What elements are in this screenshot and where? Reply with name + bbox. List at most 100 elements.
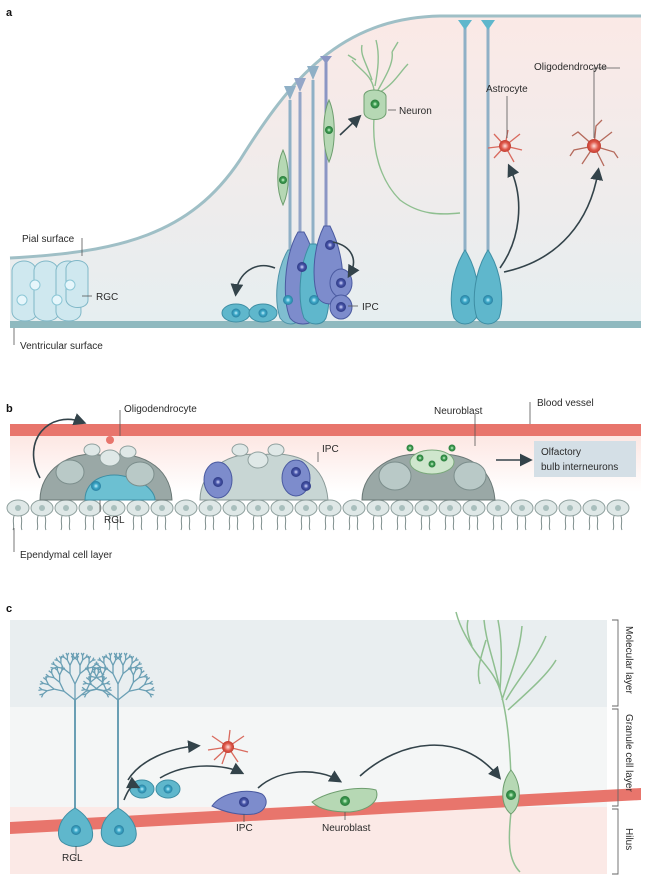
ependymal-nucleus bbox=[399, 505, 405, 511]
rgl-branch bbox=[88, 655, 92, 660]
ependymal-nucleus bbox=[591, 505, 597, 511]
rgl-branch bbox=[150, 688, 155, 692]
ependymal-nucleus bbox=[15, 505, 21, 511]
rgl-branch bbox=[66, 659, 71, 666]
ependymal-cilia bbox=[516, 515, 527, 531]
rgl-branch bbox=[132, 677, 140, 683]
ependymal-cilia bbox=[132, 515, 143, 531]
ependymal-nucleus bbox=[447, 505, 453, 511]
rgl-branch bbox=[106, 693, 110, 698]
rgl-branch bbox=[128, 662, 133, 669]
rgl-branch bbox=[106, 667, 114, 675]
rgl-branch bbox=[149, 682, 154, 685]
ependymal-nucleus bbox=[159, 505, 165, 511]
rgl-branch bbox=[122, 667, 130, 675]
rgl-branch bbox=[119, 659, 124, 666]
rgl-branch bbox=[89, 677, 97, 683]
rgc-cluster bbox=[11, 260, 89, 322]
ependymal-nucleus bbox=[615, 505, 621, 511]
panel-a: a bbox=[6, 7, 641, 352]
ependymal-nucleus bbox=[279, 505, 285, 511]
daughter-cells-c bbox=[129, 779, 181, 799]
rgl-branch bbox=[86, 682, 92, 686]
label-olfactory-line2: bulb interneurons bbox=[541, 462, 618, 473]
rgl-branch bbox=[145, 688, 152, 692]
label-neuroblast-b: Neuroblast bbox=[434, 406, 483, 417]
rgl-branch bbox=[74, 690, 87, 701]
rgl-branch bbox=[88, 673, 93, 678]
rgl-branch bbox=[39, 693, 44, 696]
niche-cluster-2 bbox=[199, 443, 329, 501]
ependymal-nucleus bbox=[303, 505, 309, 511]
olfactory-box bbox=[534, 441, 636, 477]
ependymal-nucleus bbox=[423, 505, 429, 511]
rgl-branch bbox=[66, 652, 70, 656]
blood-vessel-c bbox=[10, 788, 641, 834]
rgl-branch bbox=[42, 690, 48, 695]
ependymal-nucleus bbox=[567, 505, 573, 511]
rgl-branch bbox=[145, 690, 151, 695]
rgl-branch bbox=[82, 693, 87, 696]
ependymal-cilia bbox=[252, 515, 263, 531]
rgl-branch bbox=[72, 654, 75, 658]
rgl-branch bbox=[122, 659, 127, 666]
rgl-branch bbox=[135, 667, 140, 671]
rgl-branch bbox=[109, 652, 113, 656]
rgl-branch bbox=[125, 652, 128, 656]
ependymal-nucleus bbox=[255, 505, 261, 511]
label-blood-vessel: Blood vessel bbox=[537, 398, 594, 409]
label-ipc-b: IPC bbox=[322, 444, 339, 455]
ependymal-cell-layer bbox=[6, 499, 630, 531]
ependymal-nucleus bbox=[351, 505, 357, 511]
ependymal-nucleus bbox=[135, 505, 141, 511]
ependymal-nucleus bbox=[231, 505, 237, 511]
rgl-branch bbox=[85, 690, 91, 695]
rgl-branch bbox=[55, 657, 59, 661]
rgl-branch bbox=[76, 659, 81, 666]
label-ipc-a: IPC bbox=[362, 302, 379, 313]
arrow-to-ipc-c bbox=[159, 762, 245, 779]
ependymal-nucleus bbox=[207, 505, 213, 511]
label-ependymal: Ependymal cell layer bbox=[20, 550, 113, 561]
rgl-branch bbox=[41, 688, 48, 692]
rgl-branch bbox=[105, 654, 108, 658]
rgl-branch bbox=[112, 673, 119, 685]
rgl-branch bbox=[119, 652, 123, 656]
rgl-branch bbox=[138, 675, 145, 679]
rgl-branch bbox=[106, 682, 111, 685]
rgl-branch bbox=[56, 670, 61, 676]
panel-c-letter: c bbox=[6, 603, 12, 615]
ependymal-cilia bbox=[324, 515, 335, 531]
arrow-to-neuron bbox=[339, 114, 362, 136]
ependymal-cilia bbox=[156, 515, 167, 531]
label-astrocyte: Astrocyte bbox=[486, 84, 528, 95]
arrow-niche-1-loop bbox=[32, 413, 87, 479]
rgl-branch bbox=[98, 657, 102, 661]
ependymal-cilia bbox=[564, 515, 575, 531]
label-rgl-c: RGL bbox=[62, 853, 83, 864]
rgl-branch bbox=[104, 667, 109, 671]
rgl-branch bbox=[43, 682, 49, 686]
label-pial-surface: Pial surface bbox=[22, 234, 75, 245]
blood-vessel bbox=[10, 424, 641, 436]
ependymal-cilia bbox=[60, 515, 71, 531]
ependymal-nucleus bbox=[39, 505, 45, 511]
molecular-layer-band bbox=[10, 620, 607, 707]
rgl-branch bbox=[81, 686, 86, 691]
rgl-branch bbox=[38, 686, 43, 691]
ependymal-cilia bbox=[300, 515, 311, 531]
arrow-rgl-to-daughter bbox=[123, 776, 141, 801]
granule-neuron bbox=[455, 611, 557, 873]
rgl-branch bbox=[143, 679, 148, 685]
rgl-branch bbox=[40, 680, 44, 684]
pial-surface-line bbox=[9, 14, 641, 260]
ependymal-cilia bbox=[276, 515, 287, 531]
ependymal-cilia bbox=[348, 515, 359, 531]
arrow-rgc-to-daughter bbox=[230, 265, 276, 297]
label-granule-cell-layer: Granule cell layer bbox=[623, 714, 634, 792]
panel-b: b bbox=[6, 398, 641, 561]
rgl-branch bbox=[60, 662, 65, 669]
ependymal-cilia bbox=[444, 515, 455, 531]
rgl-branch bbox=[117, 690, 130, 701]
